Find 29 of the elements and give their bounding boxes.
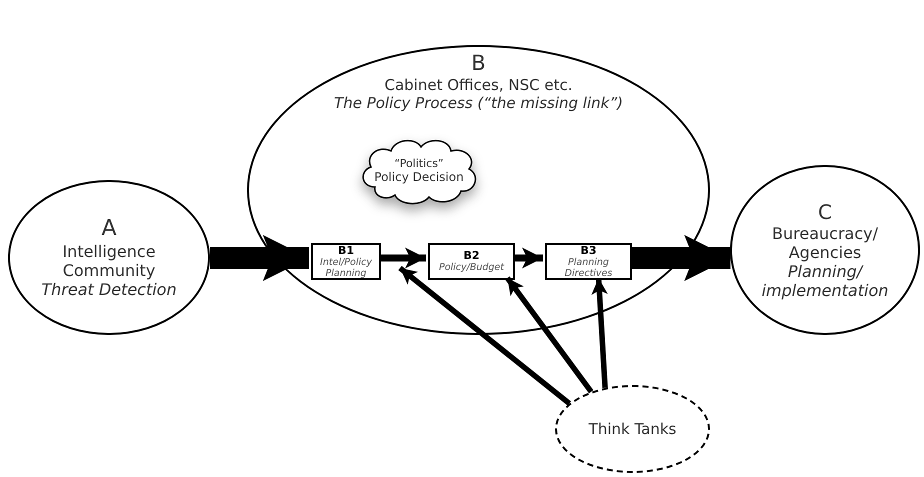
node-text: The Policy Process (“the missing link”) [334, 94, 623, 112]
node-heading: B2 [463, 249, 480, 262]
node-text: Policy Decision [374, 170, 464, 185]
node-heading: B3 [580, 244, 597, 257]
node-text: Policy/Budget [438, 262, 504, 274]
node-text: Think Tanks [588, 420, 676, 438]
node-text: Intelligence Community [61, 242, 157, 280]
process-box [428, 243, 515, 280]
process-box [311, 243, 381, 280]
arrow [630, 234, 730, 282]
arrow [591, 278, 608, 388]
node-text: Intel/Policy Planning [319, 256, 373, 280]
node-heading: A [101, 216, 117, 242]
node-text: Planning Directives [564, 256, 614, 280]
node-text: Cabinet Offices, NSC etc. [384, 76, 572, 94]
node-text: Threat Detection [41, 280, 177, 300]
node-heading: C [818, 200, 832, 224]
arrow [379, 248, 426, 268]
arrow [210, 234, 309, 282]
arrow [505, 276, 594, 394]
node-heading: B1 [338, 244, 354, 257]
node-heading: B [471, 51, 486, 76]
process-box [545, 243, 632, 280]
node-text: “Politics” [394, 157, 444, 170]
arrow [513, 248, 543, 268]
arrow [398, 266, 572, 406]
node-text: Planning/ implementation [760, 262, 890, 300]
dashed-ellipse-node [555, 385, 710, 473]
node-text: Bureaucracy/ Agencies [771, 224, 879, 262]
